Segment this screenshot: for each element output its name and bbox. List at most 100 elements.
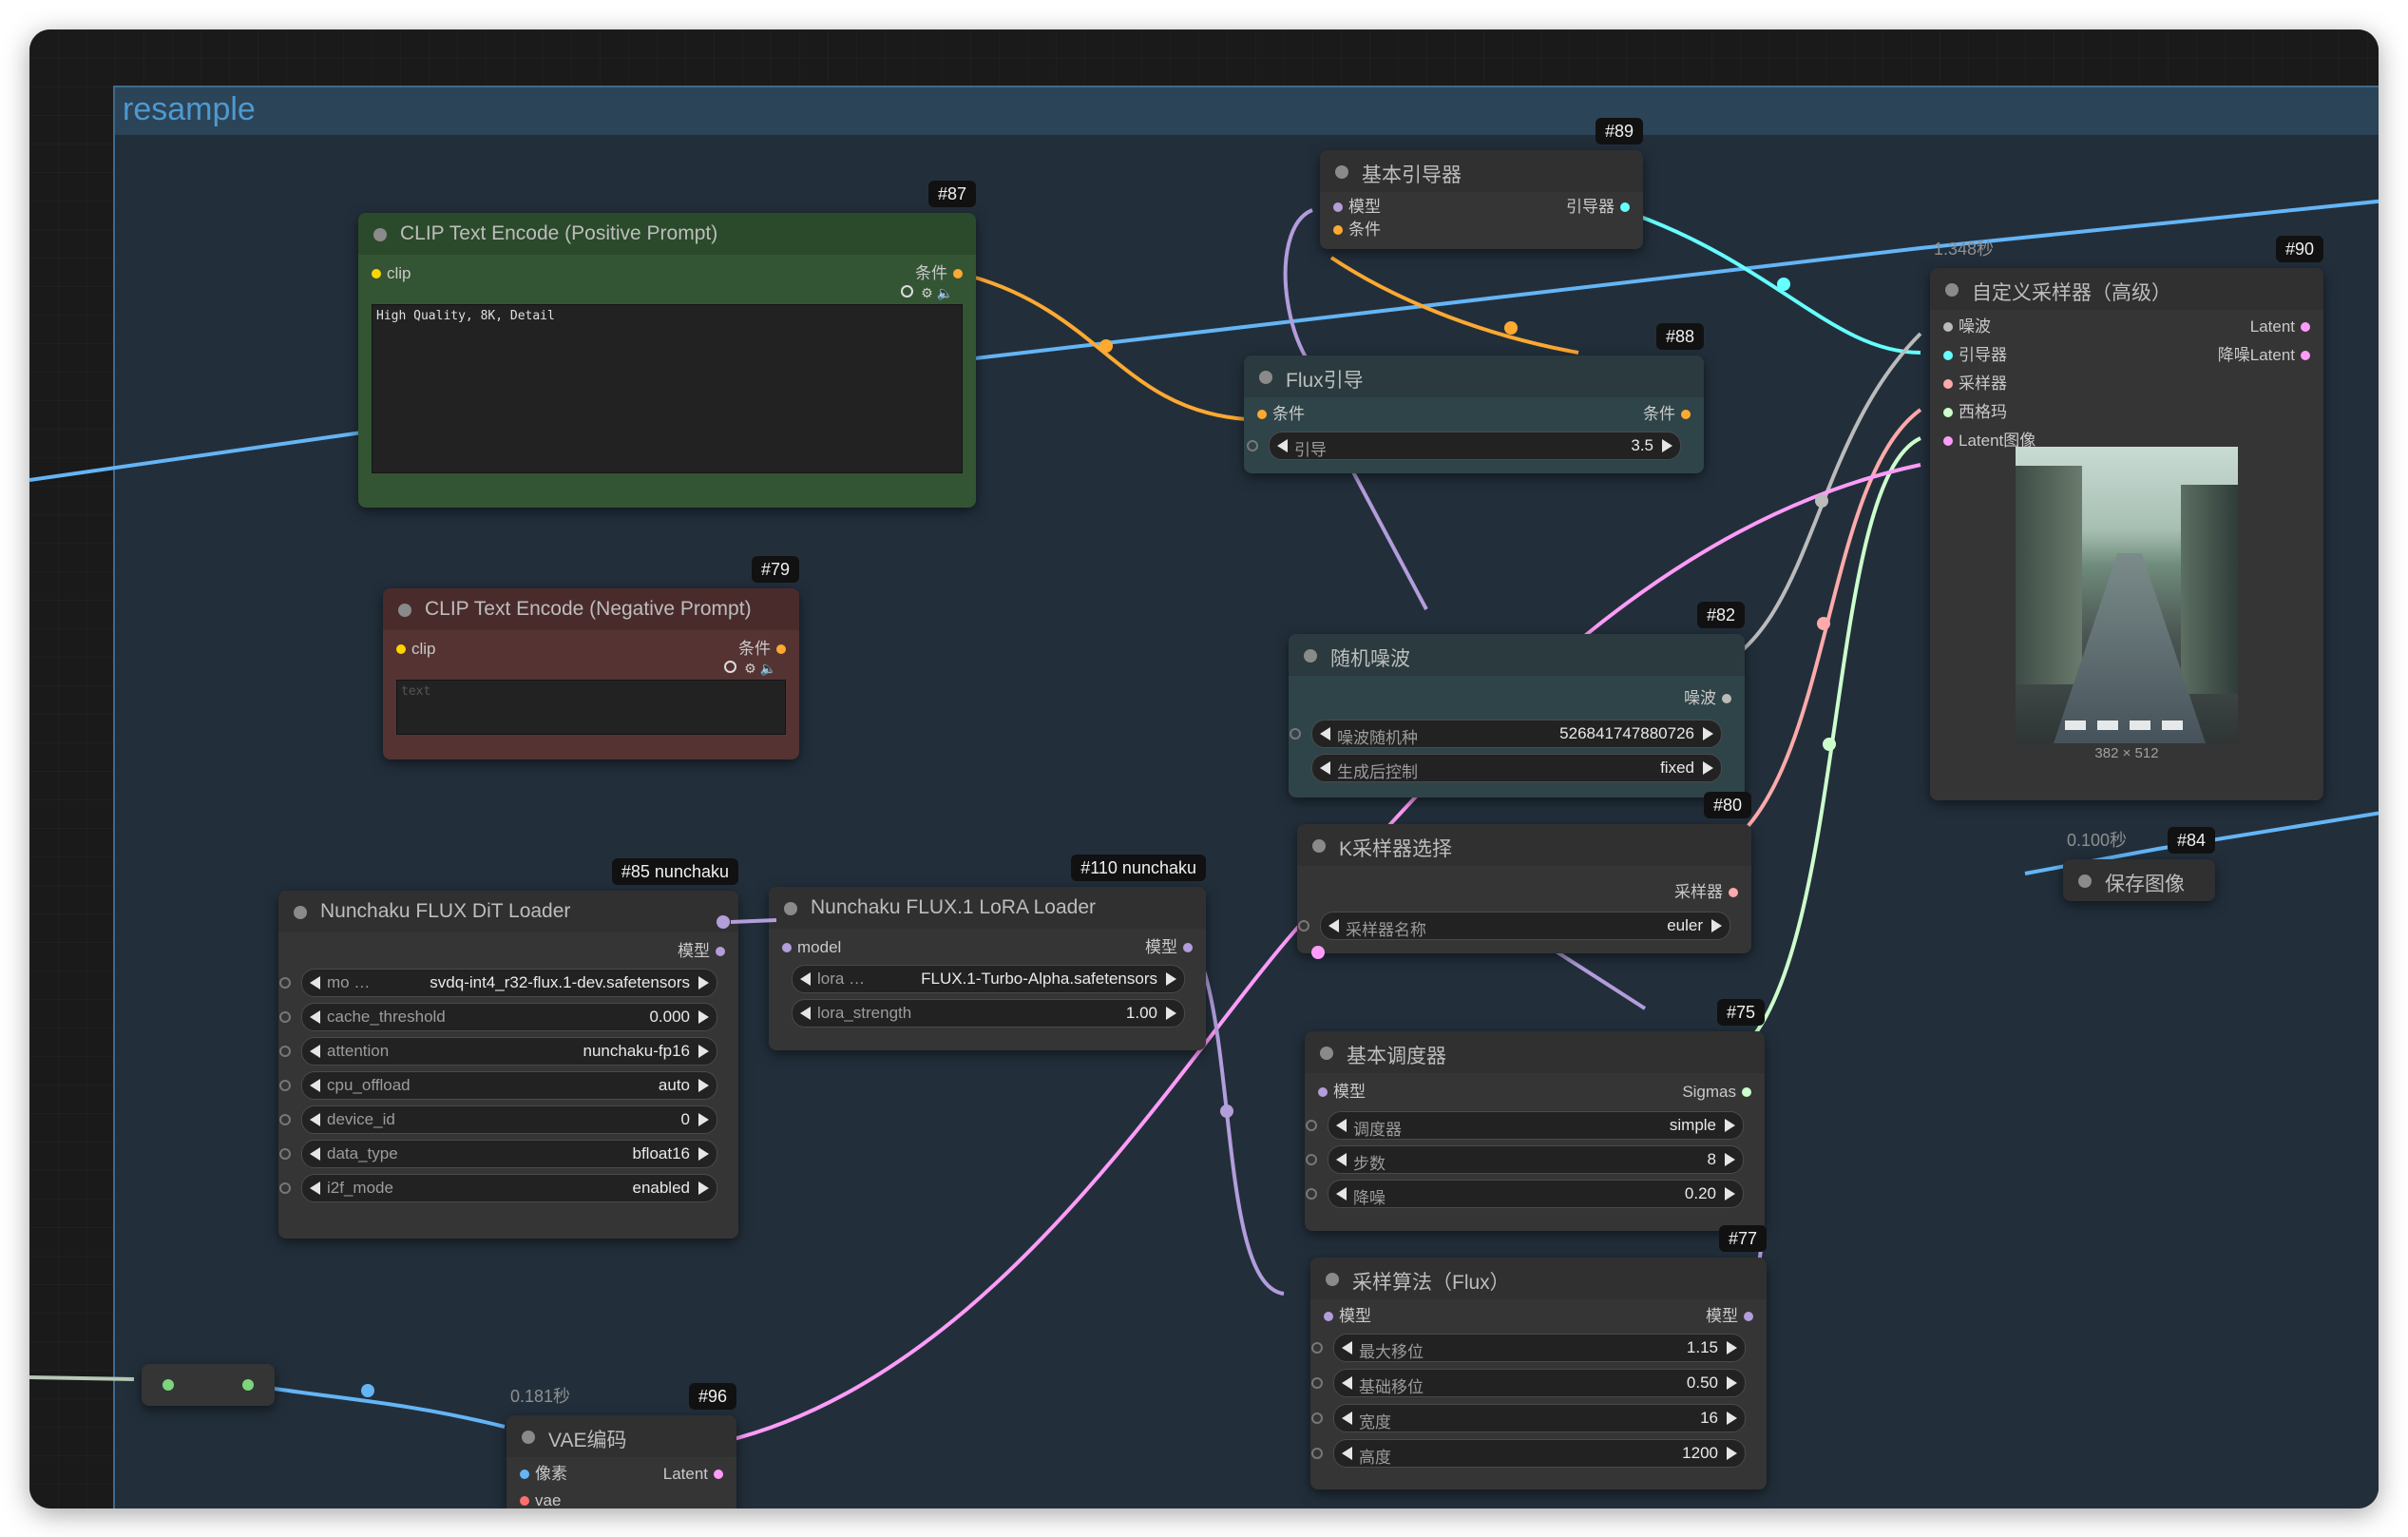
textarea-tools[interactable]: ⚙ 🔈: [724, 661, 776, 677]
node-header[interactable]: Flux引导: [1244, 355, 1704, 397]
output-conditioning[interactable]: 条件: [1643, 401, 1691, 428]
collapse-dot[interactable]: [1945, 283, 1959, 297]
input-model[interactable]: 模型: [1318, 1079, 1366, 1105]
node-clip-text-encode-positive[interactable]: #87 CLIP Text Encode (Positive Prompt) c…: [358, 181, 976, 508]
collapse-dot[interactable]: [373, 228, 387, 241]
reroute-input-dot[interactable]: [162, 1379, 174, 1391]
textarea-tools[interactable]: ⚙ 🔈: [901, 285, 953, 301]
prompt-textarea[interactable]: text: [396, 680, 786, 735]
gear-icon[interactable]: ⚙: [921, 285, 933, 300]
input-latent-image[interactable]: Latent图像: [1943, 428, 2035, 454]
output-guider[interactable]: 引导器: [1566, 194, 1630, 221]
output-model[interactable]: 模型: [678, 938, 725, 965]
input-sampler[interactable]: 采样器: [1943, 371, 2007, 397]
input-vae[interactable]: vae: [520, 1488, 561, 1508]
node-basic-guider[interactable]: #89 基本引导器 模型 引导器 条件: [1320, 118, 1643, 249]
input-noise[interactable]: 噪波: [1943, 314, 1991, 340]
input-model[interactable]: 模型: [1324, 1303, 1371, 1330]
output-denoised-latent[interactable]: 降噪Latent: [2218, 342, 2311, 369]
collapse-dot[interactable]: [1304, 649, 1317, 663]
reroute-node[interactable]: [142, 1364, 275, 1406]
input-model[interactable]: model: [782, 934, 841, 961]
output-latent[interactable]: Latent: [2250, 314, 2311, 340]
input-guider[interactable]: 引导器: [1943, 342, 2007, 369]
input-conditioning[interactable]: 条件: [1333, 217, 1381, 243]
output-model[interactable]: 模型: [1706, 1303, 1753, 1330]
collapse-dot[interactable]: [2078, 874, 2092, 888]
prompt-textarea[interactable]: High Quality, 8K, Detail: [372, 304, 963, 473]
node-nunchaku-flux-lora-loader[interactable]: #110 nunchaku Nunchaku FLUX.1 LoRA Loade…: [769, 855, 1206, 1050]
output-noise[interactable]: 噪波: [1684, 685, 1731, 712]
node-save-image[interactable]: 0.100秒 #84 保存图像: [2063, 827, 2215, 901]
node-header[interactable]: CLIP Text Encode (Positive Prompt): [358, 213, 976, 255]
model-path-widget[interactable]: mo …svdq-int4_r32-flux.1-dev.safetensors: [279, 969, 717, 997]
collapse-dot[interactable]: [398, 604, 411, 617]
node-header[interactable]: VAE编码: [506, 1415, 736, 1457]
node-header[interactable]: CLIP Text Encode (Negative Prompt): [383, 588, 799, 630]
output-sampler[interactable]: 采样器: [1674, 879, 1738, 906]
collapse-dot[interactable]: [1320, 1047, 1333, 1060]
input-model[interactable]: 模型: [1333, 194, 1381, 221]
node-header[interactable]: 基本引导器: [1320, 150, 1643, 192]
collapse-dot[interactable]: [294, 906, 307, 919]
output-model[interactable]: 模型: [1145, 934, 1193, 961]
preview-image[interactable]: [2016, 447, 2238, 743]
input-pixels[interactable]: 像素: [520, 1461, 567, 1488]
output-conditioning[interactable]: 条件: [738, 636, 786, 663]
node-vae-encode[interactable]: 0.181秒 #96 VAE编码 像素 Latent vae: [506, 1383, 736, 1508]
node-header[interactable]: Nunchaku FLUX.1 LoRA Loader: [769, 887, 1206, 929]
node-header[interactable]: K采样器选择: [1297, 824, 1751, 866]
input-clip[interactable]: clip: [372, 260, 411, 287]
collapse-dot[interactable]: [784, 902, 797, 915]
node-clip-text-encode-negative[interactable]: #79 CLIP Text Encode (Negative Prompt) c…: [383, 556, 799, 759]
reroute-output-dot[interactable]: [242, 1379, 254, 1391]
output-conditioning[interactable]: 条件: [915, 260, 963, 287]
node-header[interactable]: 采样算法（Flux）: [1310, 1258, 1767, 1299]
node-header[interactable]: 随机噪波: [1289, 634, 1745, 676]
collapse-dot[interactable]: [1259, 371, 1272, 384]
input-sigmas[interactable]: 西格玛: [1943, 399, 2007, 426]
gear-icon[interactable]: ⚙: [744, 661, 756, 676]
input-clip[interactable]: clip: [396, 636, 436, 663]
node-header[interactable]: Nunchaku FLUX DiT Loader: [278, 891, 738, 932]
output-sigmas[interactable]: Sigmas: [1682, 1079, 1751, 1105]
output-latent[interactable]: Latent: [663, 1461, 724, 1488]
node-header[interactable]: 保存图像: [2063, 859, 2215, 901]
collapse-dot[interactable]: [1312, 839, 1326, 853]
speaker-icon[interactable]: 🔈: [936, 285, 953, 300]
group-header[interactable]: resample: [115, 87, 2379, 135]
node-nunchaku-flux-dit-loader[interactable]: #85 nunchaku Nunchaku FLUX DiT Loader 模型…: [278, 858, 738, 1239]
node-sampler-custom-advanced[interactable]: 1.348秒 #90 自定义采样器（高级） 噪波 Latent 引导器 降噪La…: [1930, 236, 2323, 800]
node-header[interactable]: 自定义采样器（高级）: [1930, 268, 2323, 310]
speaker-icon[interactable]: 🔈: [759, 661, 776, 676]
collapse-dot[interactable]: [1326, 1273, 1339, 1286]
input-conditioning[interactable]: 条件: [1257, 401, 1305, 428]
lora-name-widget[interactable]: lora …FLUX.1-Turbo-Alpha.safetensors: [792, 965, 1185, 993]
node-header[interactable]: 基本调度器: [1305, 1031, 1765, 1073]
collapse-dot[interactable]: [522, 1431, 535, 1444]
collapse-dot[interactable]: [1335, 165, 1348, 179]
